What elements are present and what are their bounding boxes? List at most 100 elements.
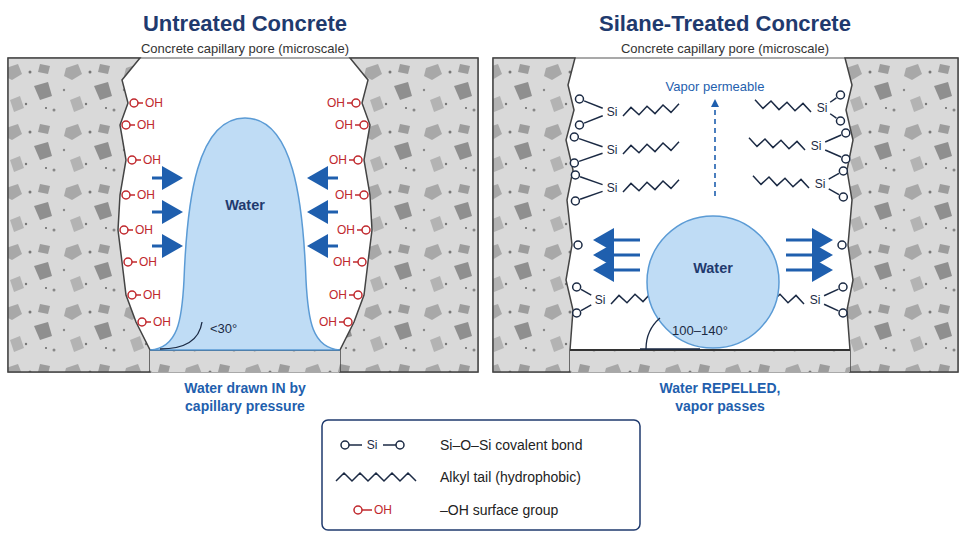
oxygen-atom [128,291,136,299]
bond-line [130,124,135,126]
oxygen-atom [130,99,138,107]
bond-line [579,153,602,161]
hydroxyl-label: OH [143,153,161,167]
bond-line [830,114,836,118]
oxygen-atom [571,171,579,179]
bond-line [580,177,602,185]
legend-text: Alkyl tail (hydrophobic) [440,469,581,485]
hydroxyl-label: OH [335,188,353,202]
oxygen-atom [124,258,132,266]
silicon-label: Si [607,105,618,119]
hydroxyl-label: OH [137,118,155,132]
oxygen-atom [128,156,136,164]
bond-line [829,189,839,195]
bond-line [579,139,602,147]
bond-line [132,261,137,263]
concrete-wall [493,58,575,372]
silicon-label: Si [815,177,826,191]
alkyl-tail [623,104,679,116]
bond-line [349,294,354,296]
oxygen-atom [122,121,130,129]
oxygen-atom [571,197,579,205]
bond-line [829,173,839,179]
alkyl-tail [753,176,809,188]
oxygen-atom [138,318,146,326]
hydroxyl-label: OH [329,153,347,167]
bond-line [584,116,603,123]
caption: Water drawn IN by capillary pressure [160,380,330,415]
bond-line [347,102,352,104]
water-droplet: Water [150,115,340,352]
panel-title: Untreated Concrete [143,11,347,37]
silicon-label: Si [810,293,821,307]
oxygen-atom [122,191,130,199]
hydroxyl-label: OH [145,96,163,110]
hydroxyl-label: OH [135,223,153,237]
hydroxyl-label: OH [333,255,351,269]
hydroxyl-label: OH [329,288,347,302]
bond-line [128,229,133,231]
bond-line [339,321,344,323]
panel-frame [8,58,478,372]
droplet-outline [150,115,340,352]
concrete-wall [340,58,478,372]
bond-line [136,159,141,161]
oxygen-atom [570,159,578,167]
alkyl-tail [755,100,811,112]
alkyl-tail [623,142,679,154]
bond-line [580,191,602,199]
panel-subtitle: Concrete capillary pore (microscale) [141,41,349,56]
legend-text: Si–O–Si covalent bond [440,437,582,453]
panel-subtitle: Concrete capillary pore (microscale) [621,41,829,56]
hydroxyl-label: OH [153,315,171,329]
droplet-shape [150,118,340,350]
bond-line [353,261,358,263]
oxygen-atom [360,121,368,129]
bond-line [581,305,591,311]
silicon-label: Si [811,139,822,153]
oxygen-atom [842,155,850,163]
bond-line [584,101,603,108]
bond-line [130,194,135,196]
concrete-floor [150,350,340,372]
oxygen-atom [839,193,847,201]
vapor-arrow [714,100,716,196]
bond-line [825,150,841,157]
oxygen-atom [575,121,583,129]
oxygen-atom [838,241,846,249]
hydroxyl-label: OH [337,223,355,237]
panel-title: Silane-Treated Concrete [599,11,851,37]
hydroxyl-label: OH [327,96,345,110]
silicon-label: Si [367,438,378,452]
oxygen-atom [839,167,847,175]
oxygen-atom [354,156,362,164]
bond-line [355,124,360,126]
panel-frame [493,58,958,372]
angle-baseline [640,348,700,349]
oxygen-atom [573,309,581,317]
concrete-wall [8,58,150,372]
oxygen-atom [344,318,352,326]
note: Vapor permeable [666,79,765,94]
pore-floor [570,349,850,351]
hydroxyl-label: OH [319,315,337,329]
contact-angle: <30° [210,321,237,336]
oxygen-atom [360,191,368,199]
node-label: Water [645,260,781,276]
oxygen-atom [120,226,128,234]
silicon-label: Si [607,143,618,157]
hydroxyl-label: OH [137,188,155,202]
node-label: Water [150,197,340,213]
bond-line [824,304,838,311]
oxygen-atom [362,226,370,234]
bond-line [825,135,841,142]
contact-angle: 100–140° [672,323,728,338]
oxygen-atom [573,283,581,291]
bond-line [581,289,591,295]
bond-line [824,289,838,296]
legend-text: –OH surface group [440,502,558,518]
bond-line [357,229,362,231]
oxygen-atom [570,133,578,141]
